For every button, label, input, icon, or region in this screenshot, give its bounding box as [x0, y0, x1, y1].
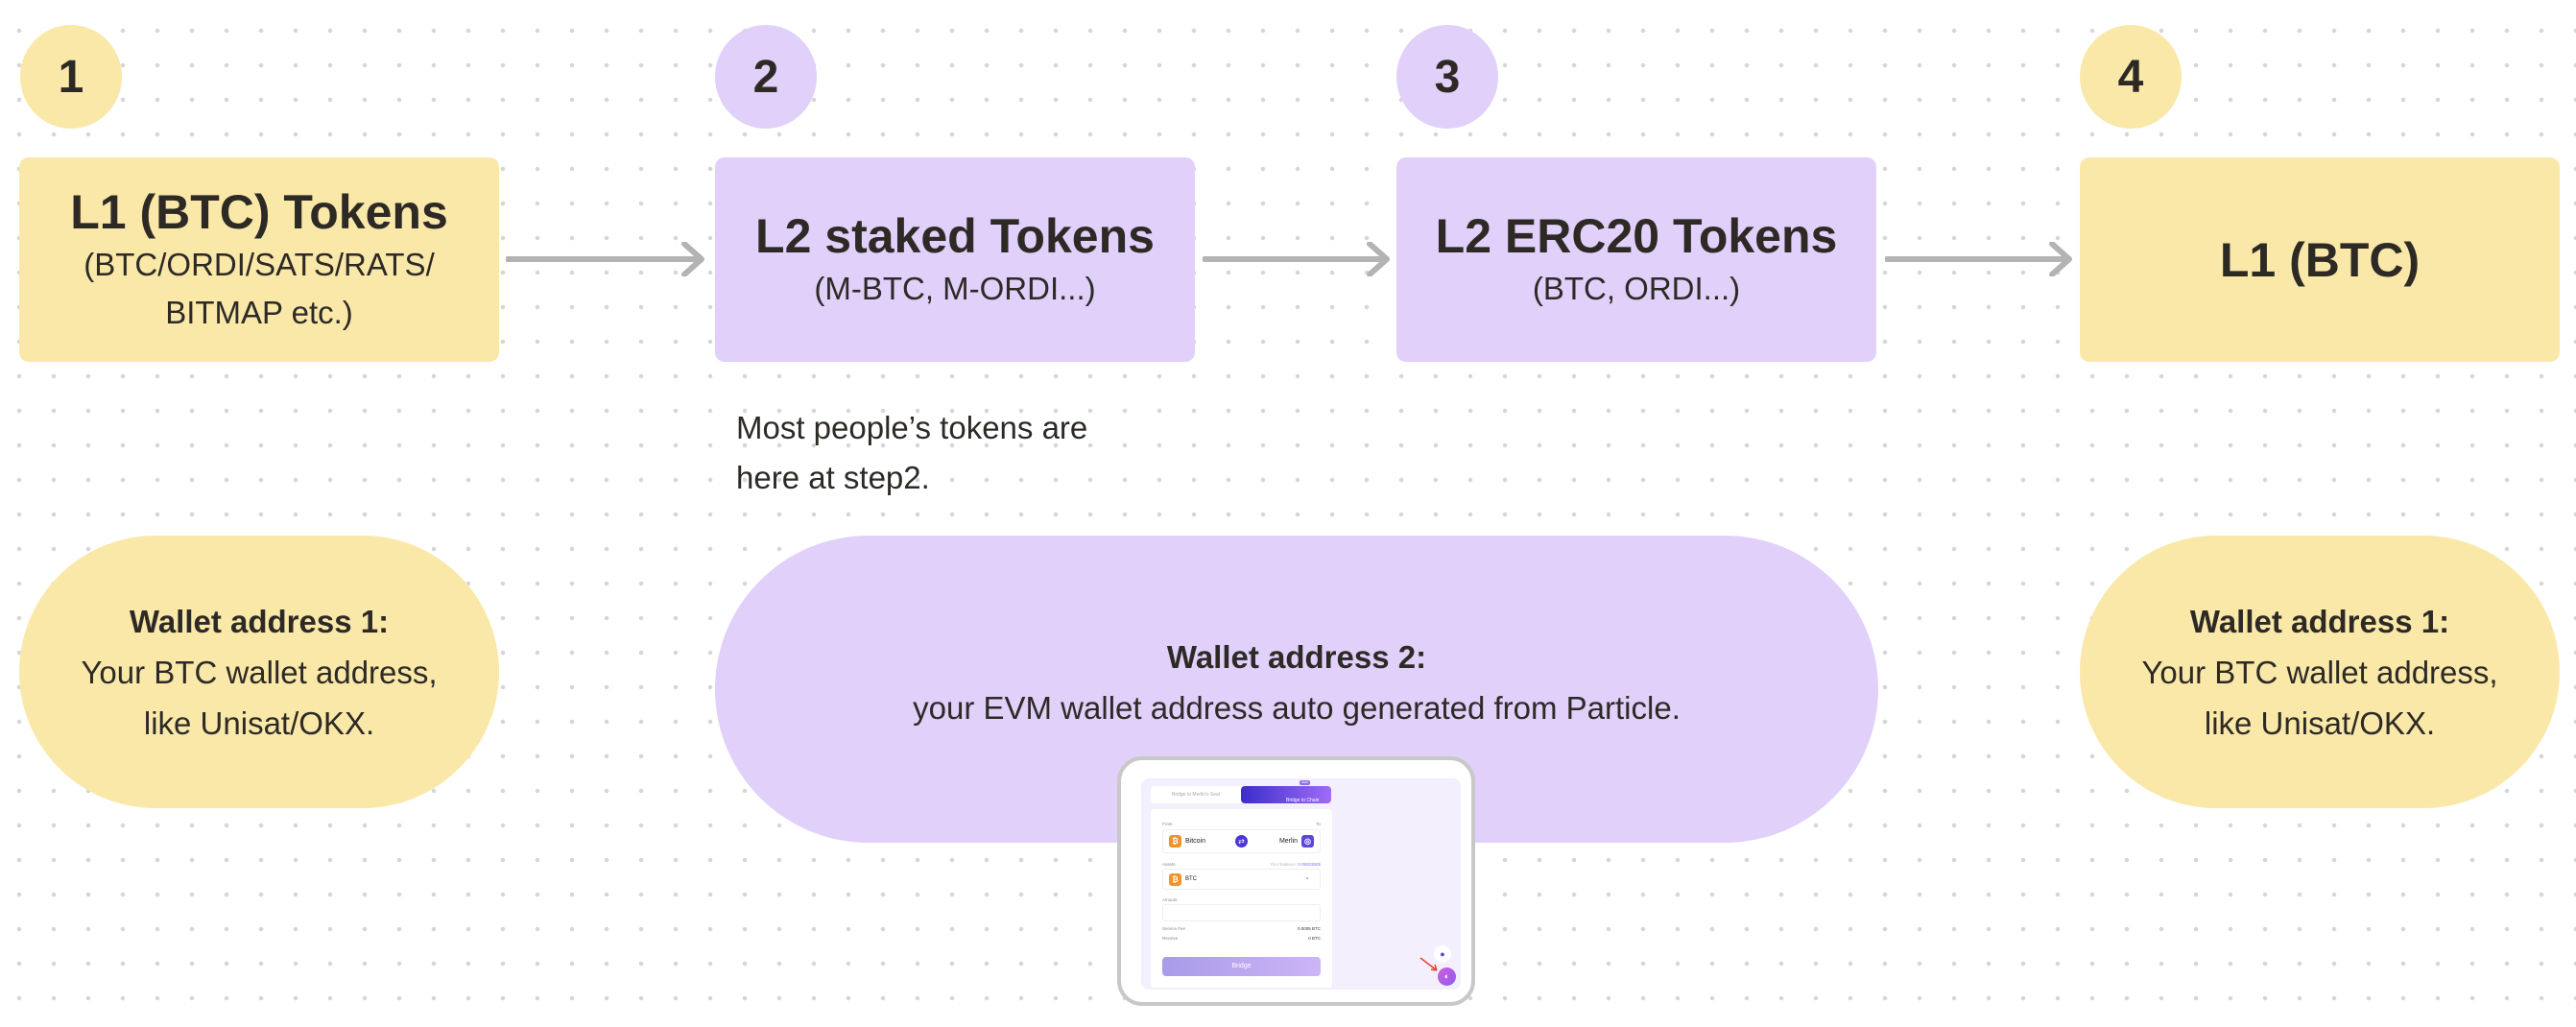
- step-subtitle: BITMAP etc.): [165, 294, 353, 330]
- step-title: L1 (BTC): [2219, 232, 2421, 287]
- tab-bridge-to-seal[interactable]: Bridge to Merlin's Seal: [1172, 792, 1220, 798]
- step-number-4: 4: [2080, 25, 2182, 129]
- step-number-1: 1: [20, 25, 122, 129]
- chat-icon[interactable]: ●: [1434, 945, 1451, 963]
- amount-label: Amount: [1162, 897, 1178, 902]
- step-subtitle: (M-BTC, M-ORDI...): [814, 270, 1096, 306]
- wallet-btc-pill-right: Wallet address 1: Your BTC wallet addres…: [2080, 536, 2560, 808]
- wallet-desc: Your BTC wallet address,: [2141, 654, 2498, 690]
- step-box-l2-staked: L2 staked Tokens (M-BTC, M-ORDI...): [715, 157, 1195, 362]
- note-line: here at step2.: [736, 460, 930, 495]
- bridge-button[interactable]: Bridge: [1162, 957, 1321, 976]
- bitcoin-icon: ₿: [1169, 835, 1181, 848]
- balance-value: 0.05003505: [1298, 862, 1321, 867]
- chain-selector[interactable]: ₿ Bitcoin ⇄ Merlin ◎: [1162, 829, 1321, 853]
- note-line: Most people’s tokens are: [736, 410, 1088, 445]
- step-subtitle: (BTC, ORDI...): [1532, 270, 1741, 306]
- wallet-desc: Your BTC wallet address,: [81, 654, 438, 690]
- bridge-tabs: Bridge to Merlin's Seal Bridge to Chain …: [1151, 780, 1331, 803]
- step2-note: Most people’s tokens are here at step2.: [736, 403, 1087, 503]
- from-chain: Bitcoin: [1185, 838, 1206, 845]
- assets-label: Assets: [1162, 862, 1176, 867]
- tab-label: Bridge to Chain: [1286, 798, 1320, 803]
- particle-wallet-icon[interactable]: ◐: [1438, 967, 1456, 986]
- service-fee-label: Service Fee: [1162, 926, 1186, 931]
- step-title: L1 (BTC) Tokens: [70, 184, 448, 239]
- step-title: L2 ERC20 Tokens: [1435, 208, 1838, 263]
- wallet-title: Wallet address 1:: [129, 603, 390, 639]
- arrow-icon: [506, 242, 704, 276]
- step-number-3: 3: [1396, 25, 1498, 129]
- wallet-title: Wallet address 1:: [2189, 603, 2450, 639]
- step-title: L2 staked Tokens: [755, 208, 1155, 263]
- step-box-l1-tokens: L1 (BTC) Tokens (BTC/ORDI/SATS/RATS/ BIT…: [19, 157, 499, 362]
- asset-select[interactable]: ₿ BTC ⌄: [1162, 869, 1321, 890]
- new-badge: NEW: [1300, 780, 1310, 785]
- bridge-panel: Bridge to Merlin's Seal Bridge to Chain …: [1141, 778, 1461, 990]
- receive-value: 0 BTC: [1308, 936, 1321, 941]
- to-label: To: [1316, 822, 1321, 826]
- wallet-desc: like Unisat/OKX.: [143, 705, 375, 741]
- tab-bridge-to-chain[interactable]: Bridge to Chain NEW: [1241, 780, 1331, 803]
- swap-icon[interactable]: ⇄: [1235, 835, 1248, 848]
- wallet-desc: your EVM wallet address auto generated f…: [913, 690, 1681, 726]
- service-fee-value: 0.0005 BTC: [1297, 926, 1321, 931]
- merlin-icon: ◎: [1301, 835, 1314, 848]
- step-subtitle: (BTC/ORDI/SATS/RATS/: [83, 246, 435, 282]
- balance: Your Balance: 0.05003505: [1270, 862, 1321, 867]
- arrow-icon: [1885, 242, 2072, 276]
- chevron-down-icon: ⌄: [1304, 874, 1310, 881]
- wallet-desc: like Unisat/OKX.: [2204, 705, 2436, 741]
- balance-label: Your Balance:: [1270, 862, 1297, 867]
- bridge-ui-screenshot: Bridge to Merlin's Seal Bridge to Chain …: [1117, 756, 1475, 1006]
- from-label: From: [1162, 822, 1173, 826]
- to-chain: Merlin: [1278, 838, 1298, 845]
- step-box-l2-erc20: L2 ERC20 Tokens (BTC, ORDI...): [1396, 157, 1876, 362]
- step-box-l1-btc: L1 (BTC): [2080, 157, 2560, 362]
- receive-label: Receive: [1162, 936, 1179, 941]
- step-number-2: 2: [715, 25, 817, 129]
- red-arrow-icon: [1419, 957, 1438, 971]
- wallet-title: Wallet address 2:: [1166, 639, 1427, 675]
- wallet-btc-pill-left: Wallet address 1: Your BTC wallet addres…: [19, 536, 499, 808]
- arrow-icon: [1203, 242, 1390, 276]
- asset-value: BTC: [1185, 876, 1197, 882]
- bridge-form: From To ₿ Bitcoin ⇄ Merlin ◎ Assets Your…: [1151, 809, 1332, 988]
- bitcoin-icon: ₿: [1169, 873, 1181, 886]
- amount-input[interactable]: [1162, 904, 1321, 921]
